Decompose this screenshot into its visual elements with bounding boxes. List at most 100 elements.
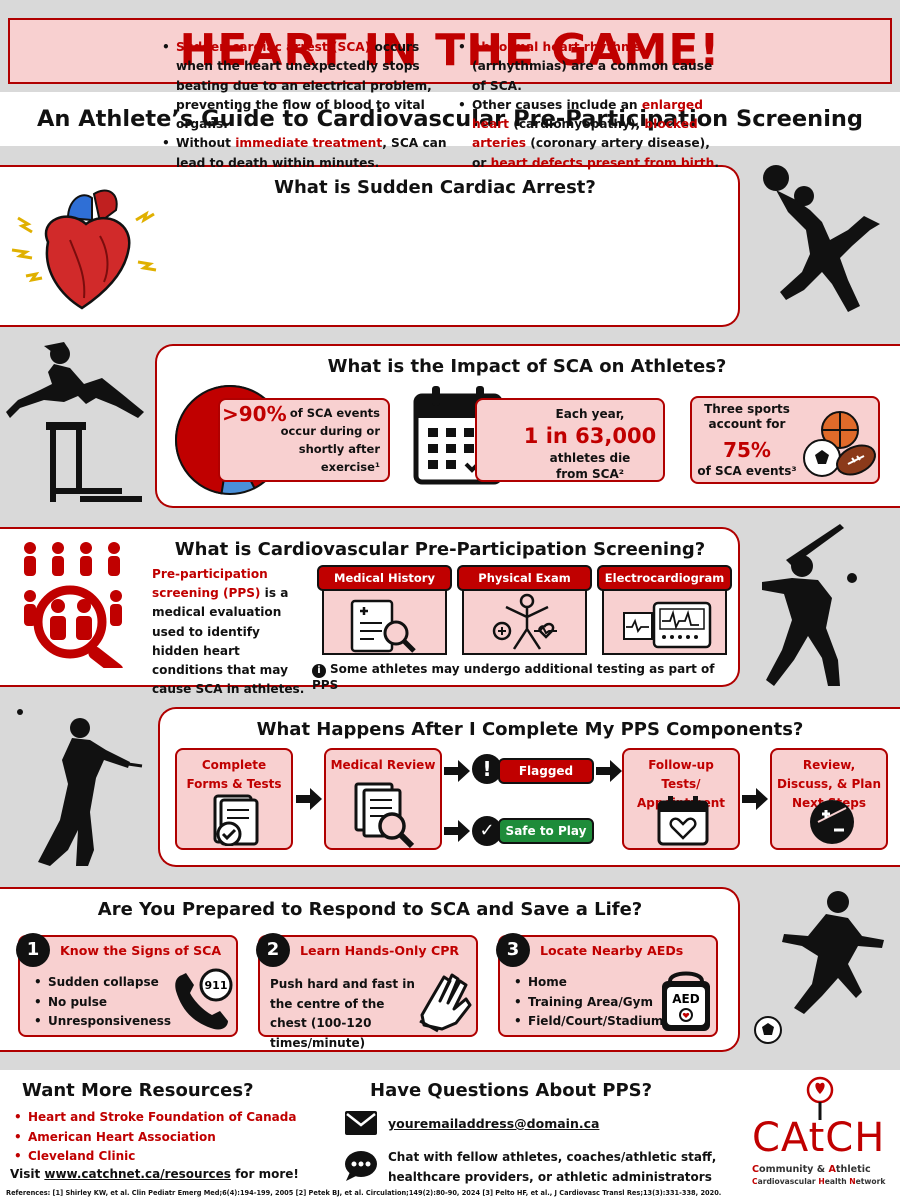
racket-logo-icon: [806, 1076, 834, 1120]
aed-heading: Locate Nearby AEDs: [540, 943, 684, 958]
sca-bullets-left: Sudden cardiac arrest (SCA) occurs when …: [162, 38, 447, 173]
stat-exercise-box: [218, 398, 390, 482]
ecg-machine-icon: [623, 601, 712, 649]
baseball-batter-silhouette-icon: [762, 524, 857, 686]
aed-box: 3 Locate Nearby AEDs Home Training Area/…: [496, 933, 718, 1037]
sca-title: What is Sudden Cardiac Arrest?: [274, 177, 596, 198]
soccer-player-silhouette-icon: [754, 891, 884, 1044]
population-search-icon: [24, 542, 124, 668]
body-exam-icon: [492, 593, 557, 650]
stat-sports-box: Three sports account for 75% of SCA even…: [690, 396, 880, 484]
clipboard-search-icon: [350, 599, 416, 653]
arrow-right-icon: [444, 760, 470, 782]
arrow-right-icon: [296, 788, 322, 810]
forms-check-icon: [213, 794, 259, 846]
stat-annual-pre: Each year,: [555, 407, 625, 421]
aed-device-icon: AED: [662, 971, 710, 1031]
respond-title: Are You Prepared to Respond to SCA and S…: [97, 899, 643, 920]
calendar-heart-icon: [657, 796, 709, 846]
cpr-heading: Learn Hands-Only CPR: [300, 943, 460, 958]
heart-illustration-icon: [11, 189, 157, 310]
step-number: 3: [496, 933, 530, 967]
catch-logo: CAtCH: [752, 1115, 886, 1161]
list-item: Field/Court/Stadium: [514, 1012, 663, 1032]
pps-description: Pre-participation screening (PPS) is a m…: [152, 567, 305, 697]
list-item: Training Area/Gym: [514, 993, 663, 1013]
phone-911-icon: 911: [175, 968, 233, 1030]
step-review-discuss: Review, Discuss, & Plan Next Steps: [770, 748, 888, 850]
stat-annual-post: athletes die from SCA²: [549, 451, 631, 481]
safe-to-play-badge: Safe to Play: [498, 818, 594, 844]
step-complete-forms: Complete Forms & Tests: [175, 748, 293, 850]
resource-link[interactable]: Heart and Stroke Foundation of Canada: [14, 1108, 296, 1128]
cpr-box: 2 Learn Hands-Only CPR Push hard and fas…: [256, 933, 478, 1050]
list-item: Sudden collapse: [34, 973, 171, 993]
pps-component-physical-exam: Physical Exam: [457, 565, 592, 655]
flagged-badge: Flagged: [498, 758, 594, 784]
arrow-right-icon: [444, 820, 470, 842]
pps-component-label: Medical History: [317, 565, 452, 591]
step-medical-review: Medical Review: [324, 748, 442, 850]
references: References: [1] Shirley KW, et al. Clin …: [6, 1189, 722, 1197]
arrow-right-icon: [742, 788, 768, 810]
hurdler-silhouette-icon: [6, 342, 144, 502]
page-subtitle: An Athlete’s Guide to Cardiovascular Pre…: [36, 106, 864, 132]
pps-component-medical-history: Medical History: [317, 565, 452, 655]
resource-link[interactable]: Cleveland Clinic: [14, 1147, 296, 1167]
subtitle-bar: An Athlete’s Guide to Cardiovascular Pre…: [0, 92, 900, 146]
pps-component-label: Physical Exam: [457, 565, 592, 591]
plus-minus-icon: [810, 800, 854, 844]
golfer-silhouette-icon: [17, 709, 143, 866]
catch-logo-subtitle: Community & Athletic Cardiovascular Heal…: [752, 1164, 886, 1186]
list-item: Abnormal heart rhythms (arrhythmias) are…: [458, 38, 728, 96]
envelope-icon: [345, 1111, 377, 1135]
stat-exercise-text: of SCA events occur during or shortly af…: [280, 406, 380, 474]
chat-bubble-icon: [345, 1151, 377, 1181]
phone-911-label: 911: [205, 979, 228, 992]
list-item: Home: [514, 973, 663, 993]
document-review-icon: [354, 782, 415, 848]
email-link[interactable]: youremailaddress@domain.ca: [388, 1116, 600, 1131]
stat-exercise-value: >90%: [222, 402, 287, 426]
list-item: Sudden cardiac arrest (SCA) occurs when …: [162, 38, 447, 134]
check-icon: ✓: [472, 816, 502, 846]
after-title: What Happens After I Complete My PPS Com…: [256, 719, 804, 740]
list-item: Other causes include an enlarged heart (…: [458, 96, 728, 173]
sports-balls-icon: [803, 411, 876, 477]
step-follow-up: Follow-up Tests/ Appointment: [622, 748, 740, 850]
pps-title: What is Cardiovascular Pre-Participation…: [174, 539, 706, 560]
cpr-hands-icon: [419, 973, 472, 1033]
resources-title: Want More Resources?: [22, 1080, 254, 1101]
info-icon: i: [312, 664, 326, 678]
step-number: 1: [16, 933, 50, 967]
list-item: Unresponsiveness: [34, 1012, 171, 1032]
stat-sports-value: 75%: [723, 438, 771, 462]
visit-text: Visit www.catchnet.ca/resources for more…: [10, 1167, 299, 1181]
chat-text: Chat with fellow athletes, coaches/athle…: [388, 1150, 717, 1184]
resources-list: Heart and Stroke Foundation of Canada Am…: [14, 1108, 296, 1167]
stat-sports-post: of SCA events³: [697, 464, 797, 478]
catchnet-link[interactable]: www.catchnet.ca/resources: [44, 1167, 231, 1181]
signs-list: Sudden collapse No pulse Unresponsivenes…: [34, 973, 171, 1032]
basketball-player-silhouette-icon: [763, 165, 880, 312]
impact-title: What is the Impact of SCA on Athletes?: [327, 356, 727, 377]
aed-locations-list: Home Training Area/Gym Field/Court/Stadi…: [514, 973, 663, 1032]
cpr-instructions: Push hard and fast in the centre of the …: [270, 977, 415, 1050]
stat-annual-box: Each year, 1 in 63,000 athletes die from…: [475, 398, 665, 482]
pps-component-electrocardiogram: Electrocardiogram: [597, 565, 732, 655]
step-number: 2: [256, 933, 290, 967]
pps-component-label: Electrocardiogram: [597, 565, 732, 591]
stat-annual-value: 1 in 63,000: [523, 424, 657, 448]
sca-bullets-right: Abnormal heart rhythms (arrhythmias) are…: [458, 38, 728, 173]
resource-link[interactable]: American Heart Association: [14, 1128, 296, 1148]
list-item: No pulse: [34, 993, 171, 1013]
aed-label: AED: [672, 992, 699, 1006]
warning-icon: !: [472, 754, 502, 784]
list-item: Without immediate treatment, SCA can lea…: [162, 134, 447, 173]
know-signs-heading: Know the Signs of SCA: [60, 943, 222, 958]
title-banner: HEART IN THE GAME!: [8, 18, 892, 84]
questions-title: Have Questions About PPS?: [370, 1080, 653, 1101]
know-signs-box: 1 Know the Signs of SCA Sudden collapse …: [16, 933, 238, 1037]
stat-sports-pre: Three sports account for: [704, 402, 790, 431]
